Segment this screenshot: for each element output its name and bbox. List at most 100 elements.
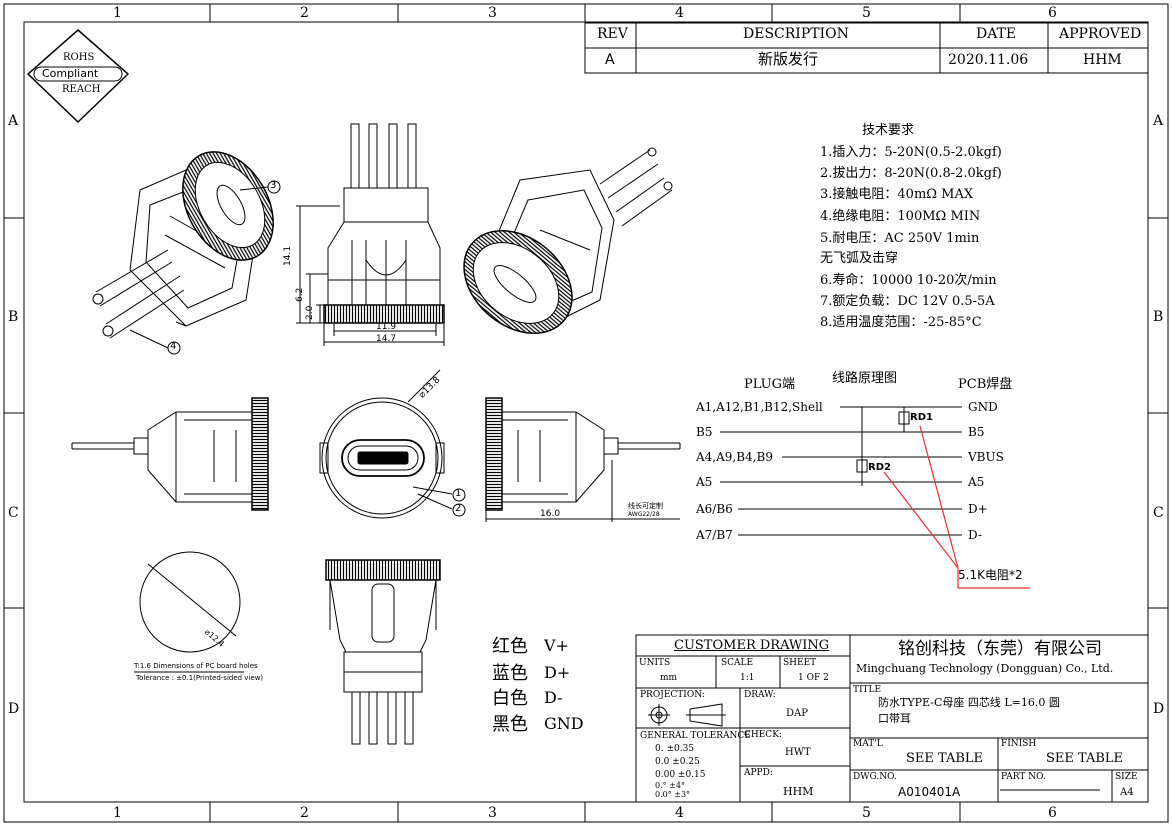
dim-width-outer: 14.7 xyxy=(376,334,397,344)
compliant-label: Compliant xyxy=(42,67,99,80)
partno-label: PART NO. xyxy=(1001,772,1046,782)
dim-height-mid: 6.2 xyxy=(295,287,305,302)
finish-label: FINISH xyxy=(1001,739,1037,749)
zone-col-1-bottom: 1 xyxy=(113,805,122,821)
wire-color-name: 黑色 xyxy=(492,714,528,735)
title-value-line1: 防水TYPE-C母座 四芯线 L=16.0 圆 xyxy=(878,696,1060,709)
plug-pin-label: A6/B6 xyxy=(696,502,733,516)
zone-col-4-bottom: 4 xyxy=(675,805,684,821)
company-name-cn: 铭创科技（东莞）有限公司 xyxy=(898,639,1102,659)
zone-col-5-bottom: 5 xyxy=(862,805,871,821)
zone-row-a-right: A xyxy=(1153,113,1164,129)
sheet-label: SHEET xyxy=(783,658,817,668)
pcb-pad-label: VBUS xyxy=(968,450,1004,464)
wire-color-name: 红色 xyxy=(492,636,528,657)
customer-drawing-label: CUSTOMER DRAWING xyxy=(674,638,830,653)
date-value: 2020.11.06 xyxy=(948,52,1029,68)
zone-row-c: C xyxy=(8,505,19,521)
drawing-frame xyxy=(3,3,1169,823)
check-label: CHECK: xyxy=(744,730,782,740)
dim-height-base: 2.0 xyxy=(305,305,315,320)
tech-requirements-heading: 技术要求 xyxy=(862,123,915,138)
circuit-title: 线路原理图 xyxy=(832,371,898,386)
zone-col-4: 4 xyxy=(675,5,684,21)
check-value: HWT xyxy=(785,747,811,758)
zone-col-2-bottom: 2 xyxy=(300,805,309,821)
front-view-knurl xyxy=(323,304,445,324)
tech-requirement-item: 1.插入力：5-20N(0.5-2.0kgf) xyxy=(820,145,1002,160)
tolerance-row: 0.00 ±0.15 xyxy=(655,770,706,780)
pcb-note-1: T:1.6 Dimensions of PC board holes xyxy=(134,662,258,670)
title-value-line2: 口带耳 xyxy=(878,712,911,725)
tech-requirement-item: 无飞弧及击穿 xyxy=(820,251,899,266)
tech-requirement-item: 8.适用温度范围：-25-85°C xyxy=(820,315,982,330)
tech-requirement-item: 5.耐电压：AC 250V 1min xyxy=(820,231,980,246)
date-header: DATE xyxy=(976,26,1017,42)
zone-col-6: 6 xyxy=(1048,5,1057,21)
wire-color-name: 蓝色 xyxy=(492,663,528,684)
plug-pin-label: A7/B7 xyxy=(696,528,733,542)
appd-value: HHM xyxy=(783,785,814,798)
zone-col-1: 1 xyxy=(113,5,122,21)
pcb-pad-label: GND xyxy=(968,400,998,414)
scale-value: 1:1 xyxy=(740,673,755,683)
side-left-knurl xyxy=(251,397,269,511)
units-value: mm xyxy=(660,673,678,683)
side-view-left xyxy=(71,411,253,503)
tech-requirement-item: 7.额定负载：DC 12V 0.5-5A xyxy=(820,294,995,309)
wire-color-signal: GND xyxy=(544,714,584,733)
plug-pin-label: A5 xyxy=(696,475,713,489)
plug-pin-label: A1,A12,B1,B12,Shell xyxy=(696,400,823,414)
rohs-label: ROHS xyxy=(63,52,95,63)
approved-value: HHM xyxy=(1083,52,1122,68)
revision-table-grid xyxy=(584,22,1149,74)
plug-heading: PLUG端 xyxy=(744,377,796,392)
wire-color-signal: V+ xyxy=(544,636,569,655)
matl-value: SEE TABLE xyxy=(906,751,984,766)
pcb-heading: PCB焊盘 xyxy=(958,377,1013,392)
zone-row-d-right: D xyxy=(1153,701,1165,717)
dim-width-inner: 11.9 xyxy=(376,322,397,332)
pcb-pad-label: A5 xyxy=(968,475,985,489)
tolerance-row: 0.0° ±3° xyxy=(655,790,691,799)
dim-height-total: 14.1 xyxy=(283,245,293,266)
cable-note-2: AWG22/28 xyxy=(628,511,660,518)
matl-label: MAT'L xyxy=(853,739,883,749)
zone-row-d: D xyxy=(8,701,20,717)
circuit-lines xyxy=(720,406,962,536)
wire-color-signal: D- xyxy=(544,688,563,707)
resistor-label: RD2 xyxy=(868,462,891,473)
appd-label: APPD: xyxy=(744,768,773,778)
plug-pin-label: A4,A9,B4,B9 xyxy=(696,450,773,464)
bottom-view xyxy=(329,579,437,745)
zone-row-a: A xyxy=(8,113,19,129)
finish-value: SEE TABLE xyxy=(1046,751,1124,766)
description-value: 新版发行 xyxy=(758,50,819,68)
sheet-value: 1 OF 2 xyxy=(798,673,829,683)
zone-col-3: 3 xyxy=(488,5,497,21)
callout-1: 1 xyxy=(455,488,462,499)
dwgno-label: DWG.NO. xyxy=(853,772,897,782)
tolerance-row: 0.0 ±0.25 xyxy=(655,757,700,767)
tolerance-label: GENERAL TOLERANCE xyxy=(640,731,751,741)
front-face-view xyxy=(319,369,453,519)
tolerance-row: 0. ±0.35 xyxy=(655,744,695,754)
side-view-right xyxy=(485,411,681,522)
draw-value: DAP xyxy=(786,708,808,719)
description-header: DESCRIPTION xyxy=(743,26,849,42)
dim-cable-length: 16.0 xyxy=(540,509,561,519)
size-label: SIZE xyxy=(1115,772,1138,782)
callout-4: 4 xyxy=(170,341,177,352)
tech-requirement-item: 6.寿命：10000 10-20次/min xyxy=(820,273,997,288)
zone-row-b-right: B xyxy=(1153,309,1164,325)
callout-2: 2 xyxy=(455,503,462,514)
projection-label: PROJECTION: xyxy=(640,690,705,700)
company-name-en: Mingchuang Technology (Dongguan) Co., Lt… xyxy=(856,662,1114,675)
pcb-pad-label: B5 xyxy=(968,425,985,439)
tech-requirement-item: 2.拔出力：8-20N(0.8-2.0kgf) xyxy=(820,166,1002,181)
wire-color-name: 白色 xyxy=(492,688,528,709)
pcb-pad-label: D+ xyxy=(968,502,988,516)
projection-symbol-icon xyxy=(648,703,726,727)
wire-color-signal: D+ xyxy=(544,663,571,682)
